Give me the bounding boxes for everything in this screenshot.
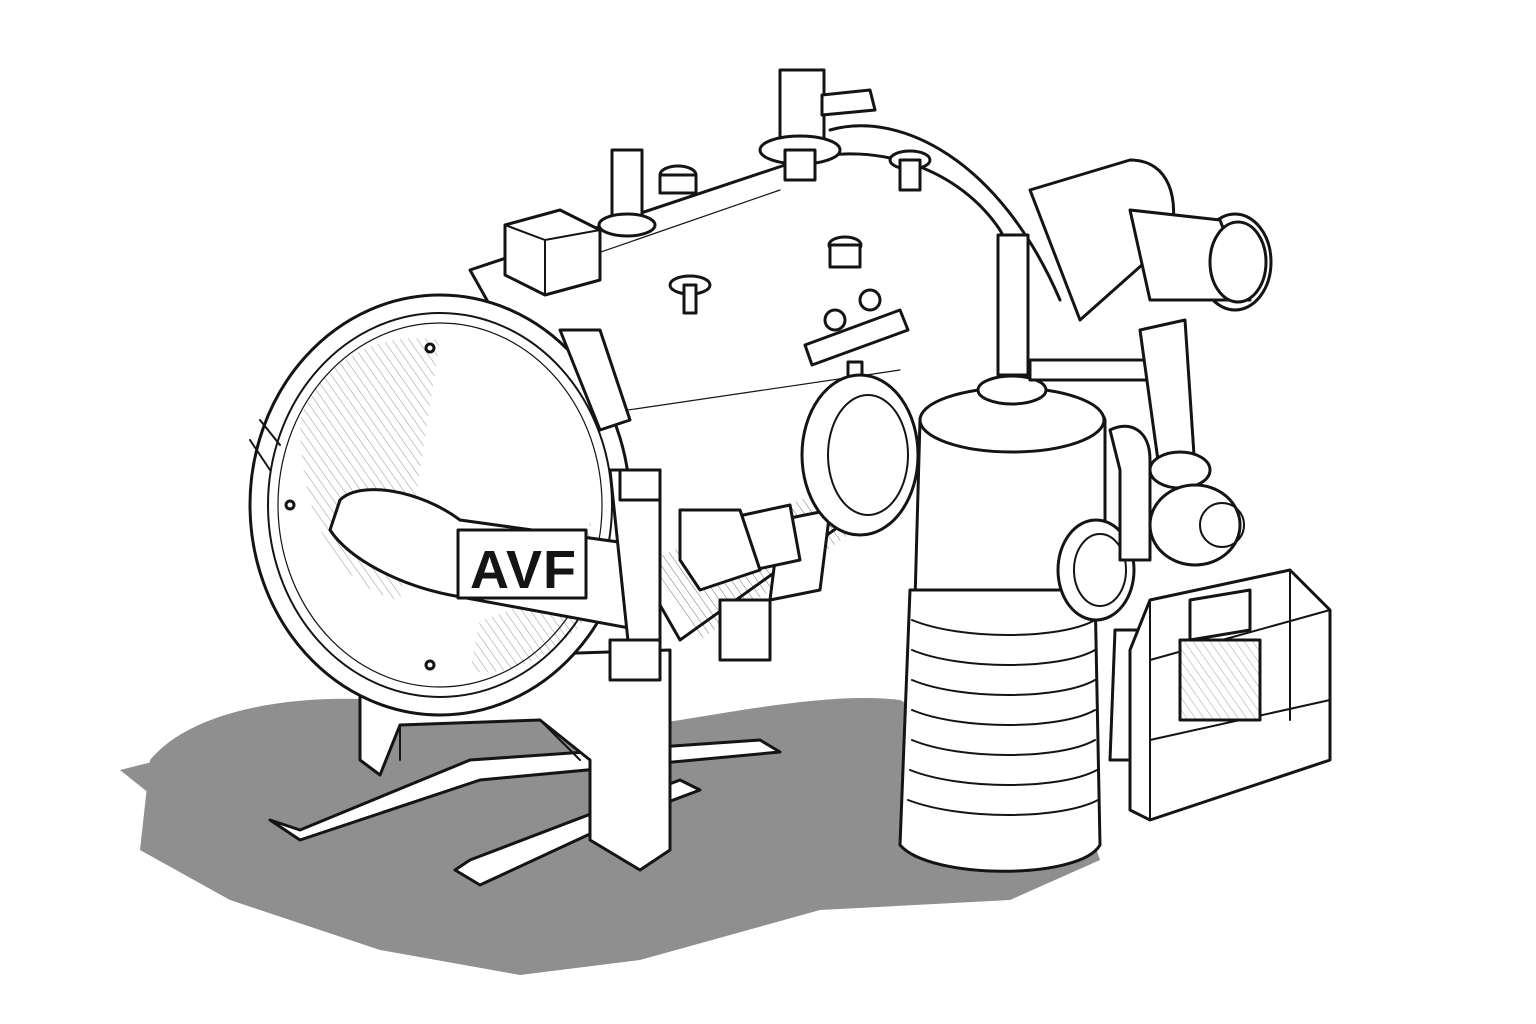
logo-plate xyxy=(456,528,588,600)
junction-box xyxy=(503,208,602,297)
side-flange xyxy=(678,373,920,662)
top-actuator xyxy=(778,68,826,142)
side-actuator xyxy=(610,148,644,222)
rear-exhaust xyxy=(1028,158,1273,322)
roughing-pump xyxy=(1148,483,1242,567)
gauge-manifold xyxy=(803,288,910,392)
brand-label: AVF xyxy=(470,540,577,600)
door-handle-band: AVF xyxy=(328,488,642,632)
pipework xyxy=(1028,318,1245,762)
door-hinge xyxy=(249,328,662,682)
diffusion-pump xyxy=(898,233,1136,873)
pump-stack xyxy=(996,233,1030,377)
bellows xyxy=(898,588,1102,873)
top-fittings xyxy=(503,68,1062,315)
pump-skid-frame xyxy=(1128,568,1332,822)
